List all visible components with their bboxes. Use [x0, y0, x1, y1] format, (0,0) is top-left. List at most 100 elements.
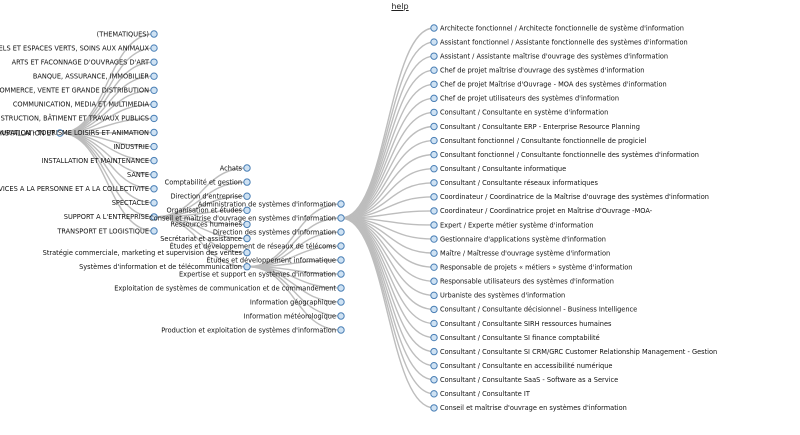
si-child-node[interactable]: Administration de systèmes d'information [198, 200, 345, 208]
domain-node[interactable]: HÔTELLERIE - RESTAURATION - TOURISME LOI… [0, 128, 158, 137]
tree-node-circle[interactable] [150, 171, 158, 179]
tree-node-circle[interactable] [337, 214, 345, 222]
conseil-child-node[interactable]: Consultant fonctionnel / Consultante fon… [430, 136, 647, 145]
tree-node-circle[interactable] [150, 142, 158, 151]
tree-node-circle[interactable] [337, 326, 345, 334]
tree-node-circle[interactable] [337, 200, 345, 208]
tree-node-circle[interactable] [430, 235, 438, 243]
tree-node-circle[interactable] [337, 256, 345, 264]
tree-node-circle[interactable] [337, 242, 345, 250]
tree-node-circle[interactable] [337, 312, 345, 320]
tree-node-circle[interactable] [150, 156, 158, 165]
tree-node-circle[interactable] [150, 227, 158, 235]
domain-node[interactable]: COMMUNICATION, MEDIA ET MULTIMEDIA [13, 100, 158, 109]
conseil-child-node[interactable]: Expert / Experte métier système d'inform… [430, 221, 594, 229]
conseil-child-node[interactable]: Consultant / Consultante SI CRM/GRC Cust… [430, 347, 717, 356]
tree-node-circle[interactable] [150, 114, 158, 123]
conseil-child-node[interactable]: Consultant / Consultante SI finance comp… [430, 333, 600, 342]
tree-node-circle[interactable] [150, 199, 158, 207]
tree-node-circle[interactable] [430, 179, 438, 187]
tree-node-circle[interactable] [337, 228, 345, 236]
si-child-node[interactable]: Information géographique [250, 298, 345, 306]
support-child-node[interactable]: Secrétariat et assistance [160, 234, 251, 243]
conseil-child-node[interactable]: Architecte fonctionnel / Architecte fonc… [430, 24, 684, 32]
domain-node[interactable]: INDUSTRIE [113, 142, 158, 151]
conseil-child-node[interactable]: Consultant / Consultante ERP - Enterpris… [430, 122, 640, 131]
tree-node-circle[interactable] [430, 404, 438, 412]
tree-node-circle[interactable] [337, 284, 345, 292]
conseil-child-node[interactable]: Consultant / Consultante décisionnel - B… [430, 305, 637, 314]
domain-node[interactable]: COMMERCE, VENTE ET GRANDE DISTRIBUTION [0, 86, 158, 95]
tree-node-circle[interactable] [430, 333, 438, 342]
conseil-child-node[interactable]: Conseil et maîtrise d'ouvrage en système… [430, 404, 627, 412]
tree-node-circle[interactable] [430, 122, 438, 131]
si-child-node[interactable]: Direction des systèmes d'information [213, 228, 345, 236]
conseil-child-node[interactable]: Responsable de projets « métiers » systè… [430, 263, 633, 271]
tree-node-circle[interactable] [243, 164, 251, 172]
support-child-node[interactable]: Stratégie commerciale, marketing et supe… [43, 249, 251, 257]
tree-node-circle[interactable] [430, 193, 438, 201]
domain-node[interactable]: ESPACES NATURELS ET ESPACES VERTS, SOINS… [0, 44, 158, 52]
tree-node-circle[interactable] [430, 80, 438, 88]
tree-node-circle[interactable] [430, 291, 438, 300]
conseil-child-node[interactable]: Gestionnaire d'applications système d'in… [430, 235, 606, 243]
tree-node-circle[interactable] [430, 249, 438, 257]
support-child-node[interactable]: Ressources humaines [170, 220, 251, 229]
domain-node[interactable]: ARTS ET FACONNAGE D'OUVRAGES D'ART [12, 58, 158, 66]
support-child-node[interactable]: Achats [220, 164, 251, 172]
tree-node-circle[interactable] [430, 319, 438, 328]
conseil-child-node[interactable]: Consultant / Consultante IT [430, 390, 531, 398]
conseil-child-node[interactable]: Consultant / Consultante en accessibilit… [430, 361, 613, 370]
help-link[interactable]: help [391, 2, 409, 11]
tree-node-circle[interactable] [430, 221, 438, 229]
domain-node[interactable]: SUPPORT A L'ENTREPRISE [64, 213, 158, 221]
si-child-node[interactable]: Conseil et maîtrise d'ouvrage en système… [149, 214, 345, 222]
domain-node[interactable]: BANQUE, ASSURANCE, IMMOBILIER [33, 72, 158, 81]
tree-node-circle[interactable] [430, 305, 438, 314]
tree-node-circle[interactable] [430, 136, 438, 145]
tree-node-circle[interactable] [430, 277, 438, 285]
domain-node[interactable]: SERVICES A LA PERSONNE ET A LA COLLECTIV… [0, 185, 158, 193]
domain-node[interactable]: SPECTACLE [112, 199, 158, 207]
tree-node-circle[interactable] [243, 234, 251, 243]
domain-node[interactable]: TRANSPORT ET LOGISTIQUE [56, 227, 158, 235]
conseil-child-node[interactable]: Consultant / Consultante SaaS - Software… [430, 376, 618, 384]
conseil-child-node[interactable]: Consultant fonctionnel / Consultante fon… [430, 150, 699, 159]
tree-node-circle[interactable] [430, 347, 438, 356]
tree-node-circle[interactable] [430, 376, 438, 384]
domain-node[interactable]: INSTALLATION ET MAINTENANCE [42, 157, 158, 165]
tree-node-circle[interactable] [243, 206, 251, 215]
si-child-node[interactable]: Exploitation de systèmes de communicatio… [114, 284, 345, 292]
tree-node-circle[interactable] [150, 72, 158, 80]
conseil-child-node[interactable]: Consultant / Consultante SIRH ressources… [430, 319, 612, 328]
support-child-node[interactable]: Comptabilité et gestion [165, 178, 251, 186]
tree-node-circle[interactable] [337, 270, 345, 278]
conseil-child-node[interactable]: Coordinateur / Coordinatrice projet en M… [430, 207, 653, 215]
tree-node-circle[interactable] [150, 44, 158, 52]
si-child-node[interactable]: Information météorologique [244, 312, 345, 320]
tree-node-circle[interactable] [150, 30, 158, 38]
tree-node-circle[interactable] [150, 185, 158, 193]
domain-node[interactable]: SANTE [127, 171, 158, 179]
tree-node-circle[interactable] [150, 213, 158, 221]
tree-node-circle[interactable] [430, 108, 438, 117]
tree-node-circle[interactable] [430, 207, 438, 215]
domain-node[interactable]: (THEMATIQUES) [97, 30, 158, 38]
si-child-node[interactable]: Études et développement informatique [206, 255, 345, 264]
tree-node-circle[interactable] [430, 150, 438, 159]
tree-root-node[interactable] [56, 129, 64, 137]
tree-node-circle[interactable] [150, 128, 158, 137]
si-child-node[interactable]: Production et exploitation de systèmes d… [161, 326, 345, 334]
tree-node-circle[interactable] [430, 263, 438, 271]
conseil-child-node[interactable]: Consultant / Consultante réseaux informa… [430, 179, 599, 187]
support-child-node[interactable]: Systèmes d'information et de télécommuni… [79, 263, 251, 271]
conseil-child-node[interactable]: Chef de projet maîtrise d'ouvrage des sy… [430, 66, 645, 75]
support-child-node[interactable]: Direction d'entreprise [170, 192, 251, 201]
tree-node-circle[interactable] [430, 38, 438, 46]
tree-node-circle[interactable] [430, 52, 438, 60]
tree-node-circle[interactable] [243, 248, 251, 257]
tree-node-circle[interactable] [150, 100, 158, 109]
conseil-child-node[interactable]: Chef de projet Maîtrise d'Ouvrage - MOA … [430, 80, 667, 89]
tree-node-circle[interactable] [243, 192, 251, 200]
tree-node-circle[interactable] [430, 361, 438, 370]
